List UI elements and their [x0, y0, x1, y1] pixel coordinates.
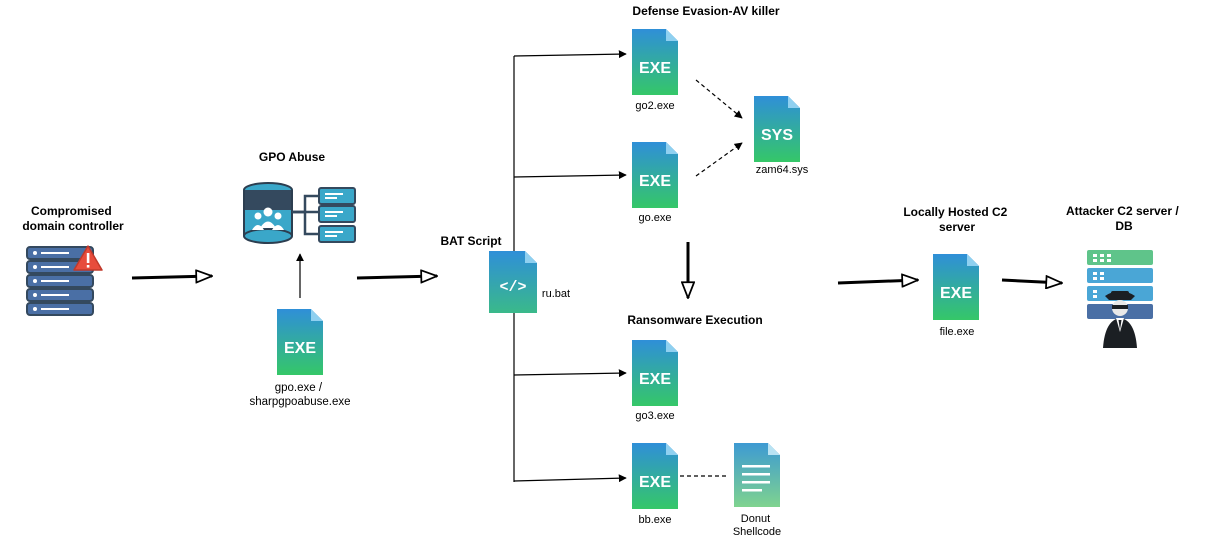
arrow-to-local-c2: [837, 280, 918, 283]
svg-text:EXE: EXE: [940, 285, 972, 302]
arrow-bat-to-go: [513, 171, 627, 180]
arrow-bat-to-go2: [513, 50, 627, 59]
connectors: [131, 50, 1062, 483]
dashed-go2-to-sys: [695, 79, 743, 119]
defense-evasion-title: Defense Evasion-AV killer: [632, 4, 780, 18]
go3-exe-label: go3.exe: [635, 410, 674, 422]
arrow-bat-to-go3: [513, 369, 627, 378]
bb-exe-label: bb.exe: [638, 514, 671, 526]
server-stack-icon: [26, 246, 94, 316]
gpo-exe-file-icon: EXE: [277, 309, 323, 375]
sys-file-icon: SYS: [754, 96, 800, 162]
go2-exe-file-icon: EXE: [632, 29, 678, 95]
arrow-local-to-attacker-c2: [1001, 280, 1062, 283]
arrow-dc-to-gpo: [131, 276, 212, 278]
ransomware-execution-title: Ransomware Execution: [627, 313, 762, 327]
warning-icon: [73, 245, 103, 271]
bat-file-icon: </>: [489, 251, 537, 313]
compromised-dc-title: Compromised domain controller: [22, 204, 124, 233]
arrow-bat-to-bb: [513, 474, 627, 483]
svg-text:EXE: EXE: [639, 60, 671, 77]
svg-text:EXE: EXE: [639, 474, 671, 491]
local-c2-title: Locally Hosted C2 server: [903, 205, 1010, 234]
bb-exe-file-icon: EXE: [632, 443, 678, 509]
svg-text:</>: </>: [499, 279, 526, 296]
attacker-server-icon: [1087, 250, 1153, 348]
svg-text:EXE: EXE: [639, 173, 671, 190]
zam64-sys-label: zam64.sys: [756, 164, 809, 176]
attacker-c2-title: Attacker C2 server / DB: [1066, 204, 1182, 233]
ru-bat-label: ru.bat: [542, 288, 570, 300]
local-c2-exe-file-icon: EXE: [933, 254, 979, 320]
go3-exe-file-icon: EXE: [632, 340, 678, 406]
bat-script-title: BAT Script: [440, 234, 501, 248]
donut-shellcode-label: Donut Shellcode: [733, 513, 781, 538]
gpo-database-users-icon: [243, 182, 356, 244]
svg-text:EXE: EXE: [639, 371, 671, 388]
gpo-exe-label: gpo.exe / sharpgpoabuse.exe: [249, 382, 350, 408]
go-exe-file-icon: EXE: [632, 142, 678, 208]
dashed-go-to-sys: [695, 142, 743, 177]
file-exe-label: file.exe: [940, 326, 975, 338]
gpo-abuse-title: GPO Abuse: [259, 150, 326, 164]
svg-text:EXE: EXE: [284, 340, 316, 357]
shellcode-document-icon: [734, 443, 780, 507]
arrow-gpo-to-bat: [356, 276, 437, 278]
go2-exe-label: go2.exe: [635, 100, 674, 112]
go-exe-label: go.exe: [638, 212, 671, 224]
svg-text:SYS: SYS: [761, 127, 793, 144]
